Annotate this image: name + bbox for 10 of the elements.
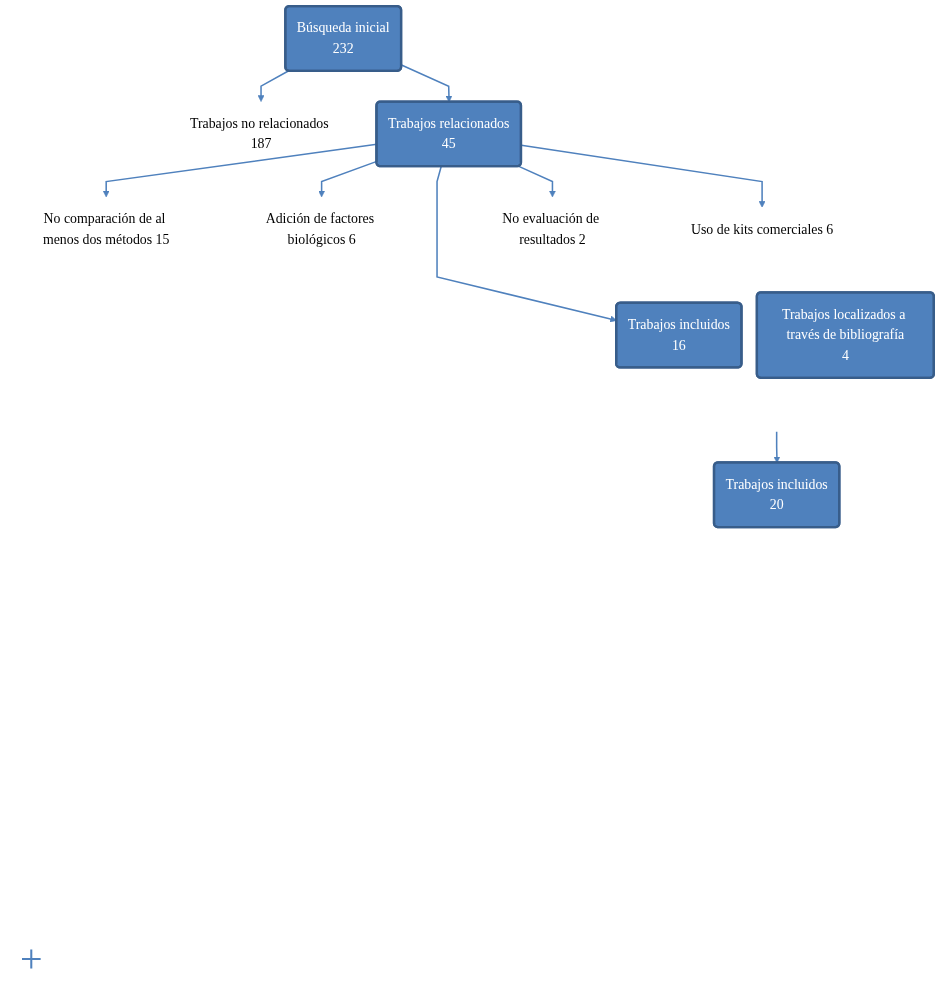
plus-sign: + xyxy=(20,935,43,982)
arrow xyxy=(436,165,617,323)
arrow xyxy=(257,70,290,102)
node-text: No comparación de al menos dos métodos 15 xyxy=(42,210,170,247)
node-text: Adición de factores biológicos 6 xyxy=(265,210,375,247)
arrow xyxy=(518,165,556,198)
node-text: Uso de kits comerciales 6 xyxy=(690,221,834,237)
node-text: Trabajos no relacionados 187 xyxy=(189,115,329,152)
arrow xyxy=(520,144,766,208)
node-text: No evaluación de resultados 2 xyxy=(502,210,600,247)
